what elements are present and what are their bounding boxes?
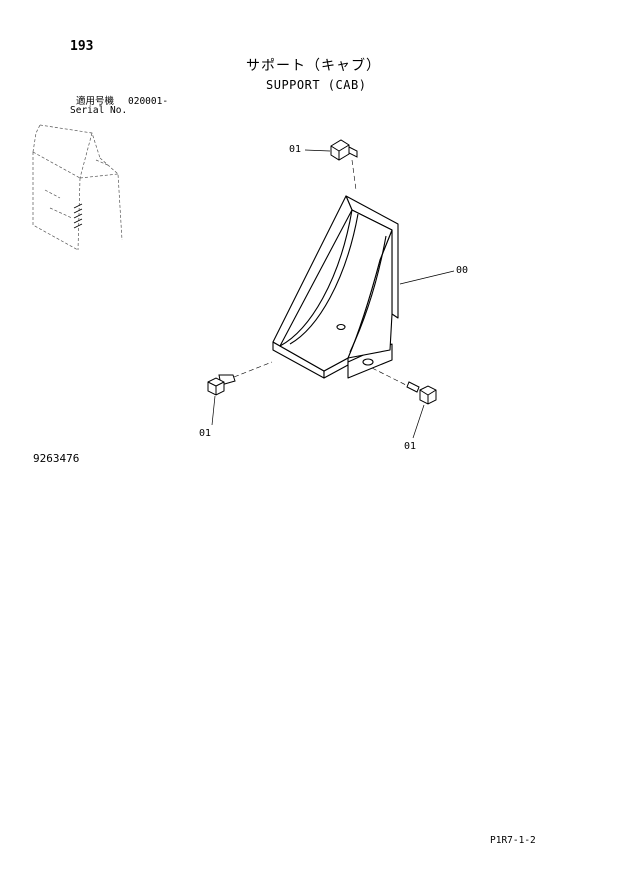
machine-locator-sketch [32,124,123,251]
callout-bolt-right: 01 [404,441,417,452]
footer-code: P1R7-1-2 [490,835,536,846]
callout-bolt-left: 01 [199,428,212,439]
locator-highlight [73,203,83,229]
leader-lines [211,149,455,439]
page-number: 193 [70,39,94,54]
bolt-left [207,374,236,396]
bolt-top [330,139,358,161]
installation-lines [233,159,407,386]
support-bracket [272,195,399,379]
bolt-right [406,381,437,405]
title-japanese: サポート（キャブ） [246,58,381,74]
callout-bolt-top: 01 [289,144,302,155]
callout-bracket: 00 [456,265,469,276]
title-english: SUPPORT (CAB) [266,78,367,92]
serial-range: 020001- [128,96,169,107]
serial-label-japanese: 適用号機 [76,96,115,107]
serial-label-english: Serial No. [70,105,128,116]
part-number: 9263476 [33,452,80,465]
